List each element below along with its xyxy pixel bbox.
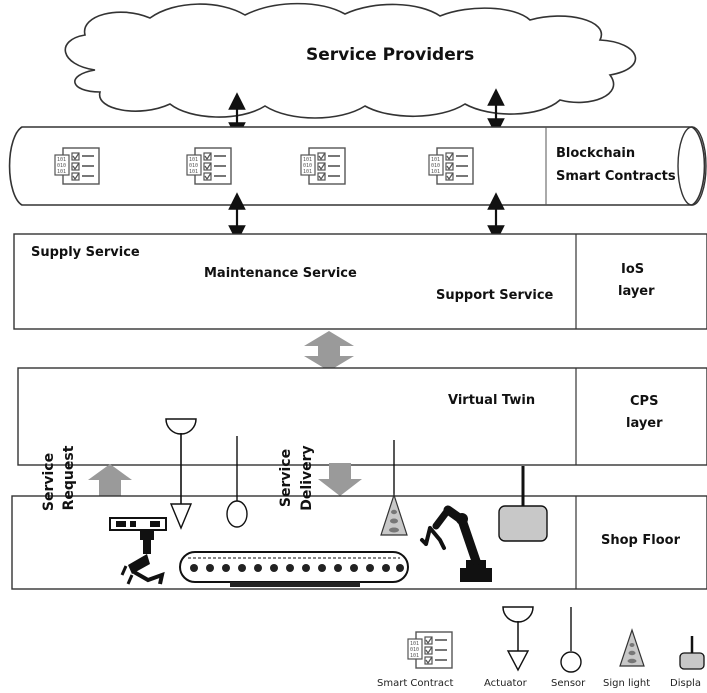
service-delivery-label-line1: Service [278,448,294,508]
blockchain-label-line2: Smart Contracts [556,169,676,184]
display-icon [498,466,548,542]
maintenance-service-label: Maintenance Service [204,266,357,281]
ios-layer-box [13,233,707,330]
legend-display-label: Displa [670,678,701,689]
ios-layer-label-line1: IoS [621,262,645,277]
shop-floor-label: Shop Floor [601,533,680,548]
gantry-robot-icon [109,517,167,585]
legend-actuator-icon [502,606,534,672]
virtual-twin-label: Virtual Twin [448,393,536,408]
legend-sensor-icon [560,607,582,673]
legend-sign-light-label: Sign light [603,678,651,689]
actuator-icon [165,418,197,530]
service-request-label-line2: Request [61,445,77,511]
blockchain-pipe [8,126,706,206]
cps-layer-box [17,367,707,466]
legend-smart-contract-icon [407,631,453,669]
robot-arm-icon [420,505,492,582]
legend-actuator-label: Actuator [484,678,527,689]
supply-service-label: Supply Service [31,245,140,260]
sign-light-icon [380,440,408,536]
legend-sign-light-icon [619,628,645,667]
cps-layer-label-line2: layer [626,416,663,431]
legend-sensor-label: Sensor [551,678,586,689]
conveyor-belt-icon [179,551,409,587]
service-providers-title: Service Providers [306,45,475,65]
service-request-label-line1: Service [41,452,57,512]
service-request-arrow [88,464,132,496]
cps-layer-label-line1: CPS [630,394,659,409]
legend-smart-contract-label: Smart Contract [377,678,454,689]
blockchain-label-line1: Blockchain [556,146,636,161]
service-delivery-arrow [318,463,362,496]
ios-cps-double-arrow [304,331,354,371]
legend-display-icon [679,636,705,670]
support-service-label: Support Service [436,288,554,303]
service-delivery-label-line2: Delivery [299,445,315,511]
ios-layer-label-line2: layer [618,284,655,299]
sensor-icon [226,436,248,528]
